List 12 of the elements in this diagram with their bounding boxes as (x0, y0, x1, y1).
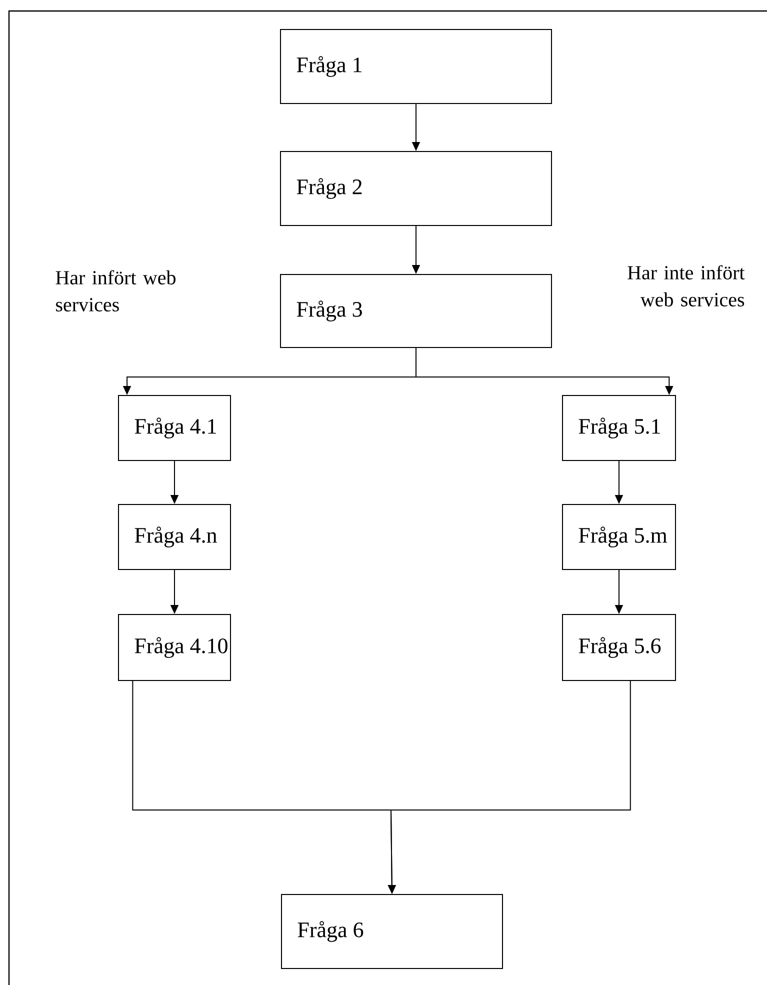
question-box: Fråga 4.1 (118, 395, 231, 461)
question-box: Fråga 5.m (562, 504, 676, 570)
question-box: Fråga 3 (280, 274, 552, 348)
question-box: Fråga 6 (281, 894, 503, 969)
question-box: Fråga 4.10 (118, 614, 231, 681)
note-text: Har inte infört web services (628, 265, 745, 306)
question-box: Fråga 1 (280, 29, 552, 104)
question-box: Fråga 2 (280, 151, 552, 226)
question-box: Fråga 5.1 (562, 395, 676, 461)
question-box: Fråga 4.n (118, 504, 231, 570)
note-text: Har infört web services (56, 270, 176, 312)
question-box: Fråga 5.6 (562, 614, 676, 681)
